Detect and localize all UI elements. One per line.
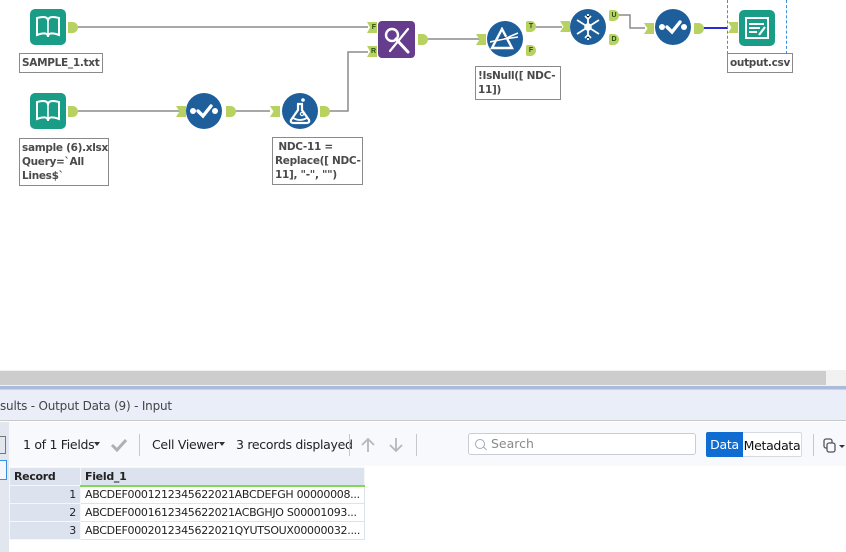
toolbar-divider bbox=[416, 434, 417, 456]
false-anchor[interactable]: F bbox=[526, 45, 536, 56]
input-anchor[interactable] bbox=[644, 23, 654, 34]
cell-viewer-dropdown-caret[interactable] bbox=[219, 442, 225, 446]
output-data-tool[interactable] bbox=[739, 10, 775, 46]
selection-outline-right bbox=[786, 0, 787, 54]
tool-annotation: NDC-11 = Replace([ NDC- 11], "-", "") bbox=[272, 137, 363, 185]
prism-icon bbox=[490, 27, 519, 50]
workflow-canvas[interactable]: SAMPLE_1.txt sample (6).xlsx Query=`All … bbox=[0, 0, 846, 370]
record-number: 2 bbox=[9, 503, 81, 522]
duplicate-anchor[interactable]: D bbox=[609, 34, 619, 45]
select-tool-2[interactable] bbox=[655, 9, 691, 45]
fields-dropdown-caret[interactable] bbox=[94, 442, 100, 446]
results-toolbar: 1 of 1 Fields Cell Viewer 3 records disp… bbox=[9, 422, 846, 466]
tool-annotation: output.csv bbox=[727, 53, 793, 73]
input-data-tool-2[interactable] bbox=[30, 93, 66, 129]
cell-viewer-selector[interactable]: Cell Viewer bbox=[152, 437, 219, 452]
scrollbar-thumb[interactable] bbox=[0, 371, 826, 385]
table-row[interactable]: 2 ABCDEF0001612345622021ACBGHJO S0000109… bbox=[9, 503, 366, 522]
apply-check-icon[interactable] bbox=[110, 438, 128, 452]
magnifier-pencil-icon bbox=[384, 27, 409, 53]
results-title: sults - Output Data (9) - Input bbox=[0, 399, 172, 413]
field-1-cell[interactable]: ABCDEF0001612345622021ACBGHJO S00001093.… bbox=[79, 503, 366, 522]
output-anchor[interactable] bbox=[226, 106, 236, 117]
input-data-tool-1[interactable] bbox=[30, 9, 66, 45]
selection-outline-left bbox=[727, 0, 728, 54]
records-displayed: 3 records displayed bbox=[236, 437, 353, 452]
results-panel-header: sults - Output Data (9) - Input bbox=[0, 390, 846, 421]
true-anchor[interactable]: T bbox=[526, 21, 536, 32]
replace-anchor[interactable]: R bbox=[367, 46, 377, 57]
book-icon bbox=[36, 16, 60, 38]
unique-tool[interactable] bbox=[570, 9, 606, 45]
field-1-cell[interactable]: ABCDEF0002012345622021QYUTSOUX00000032..… bbox=[79, 521, 366, 540]
panel-splitter[interactable] bbox=[0, 386, 846, 390]
input-anchor[interactable] bbox=[176, 106, 186, 117]
record-number: 1 bbox=[9, 485, 81, 504]
copy-icon[interactable] bbox=[822, 437, 846, 453]
flask-icon bbox=[289, 98, 311, 125]
tool-annotation: sample (6).xlsx Query=`All Lines$` bbox=[19, 138, 109, 186]
find-anchor[interactable]: F bbox=[367, 22, 377, 33]
canvas-horizontal-scrollbar[interactable] bbox=[0, 370, 846, 387]
formula-tool[interactable] bbox=[282, 93, 318, 129]
toolbar-divider bbox=[139, 434, 140, 456]
filter-tool[interactable] bbox=[487, 21, 523, 57]
record-number: 3 bbox=[9, 521, 81, 540]
search-icon bbox=[475, 439, 485, 449]
unique-anchor[interactable]: U bbox=[609, 10, 619, 21]
column-header-record[interactable]: Record bbox=[9, 467, 81, 486]
snowflake-icon bbox=[576, 14, 600, 40]
search-placeholder: Search bbox=[491, 436, 534, 451]
input-anchor[interactable] bbox=[560, 21, 570, 32]
search-input[interactable]: Search bbox=[468, 433, 696, 455]
field-1-cell[interactable]: ABCDEF0001212345622021ABCDEFGH 00000008.… bbox=[79, 485, 366, 504]
output-anchor[interactable] bbox=[320, 106, 330, 117]
select-tool-1[interactable] bbox=[186, 93, 222, 129]
input-anchor[interactable] bbox=[476, 34, 486, 45]
results-side-strip bbox=[0, 422, 9, 552]
input-anchor[interactable] bbox=[270, 106, 280, 117]
select-check-icon bbox=[190, 104, 218, 119]
book-icon bbox=[36, 100, 60, 122]
output-anchor[interactable] bbox=[68, 106, 78, 117]
fields-selector[interactable]: 1 of 1 Fields bbox=[23, 437, 95, 452]
output-anchor[interactable] bbox=[694, 23, 704, 34]
find-replace-tool[interactable] bbox=[378, 21, 415, 58]
output-anchor[interactable] bbox=[418, 34, 428, 45]
data-tab[interactable]: Data bbox=[706, 432, 743, 457]
table-row[interactable]: 3 ABCDEF0002012345622021QYUTSOUX00000032… bbox=[9, 521, 366, 540]
results-data-grid: Record Field_1 1 ABCDEF0001212345622021A… bbox=[9, 467, 366, 540]
toolbar-divider bbox=[813, 434, 814, 456]
document-pencil-icon bbox=[745, 17, 769, 39]
grid-view-icon[interactable] bbox=[0, 436, 6, 454]
record-view-icon[interactable] bbox=[0, 460, 7, 480]
metadata-tab[interactable]: Metadata bbox=[743, 432, 802, 457]
arrow-down-icon[interactable] bbox=[387, 436, 405, 454]
tool-annotation: !IsNull([ NDC- 11]) bbox=[475, 66, 561, 100]
select-check-icon bbox=[659, 20, 687, 35]
arrow-up-icon[interactable] bbox=[359, 436, 377, 454]
column-header-field-1[interactable]: Field_1 bbox=[79, 467, 366, 487]
output-anchor[interactable] bbox=[68, 22, 78, 33]
table-row[interactable]: 1 ABCDEF0001212345622021ABCDEFGH 0000000… bbox=[9, 485, 366, 504]
connection-formula-findreplace bbox=[329, 51, 368, 112]
input-anchor[interactable] bbox=[728, 22, 738, 33]
connections bbox=[78, 14, 728, 112]
tool-annotation: SAMPLE_1.txt bbox=[19, 53, 103, 73]
toolbar-divider bbox=[349, 434, 350, 456]
connection-unique-select2 bbox=[617, 14, 645, 29]
